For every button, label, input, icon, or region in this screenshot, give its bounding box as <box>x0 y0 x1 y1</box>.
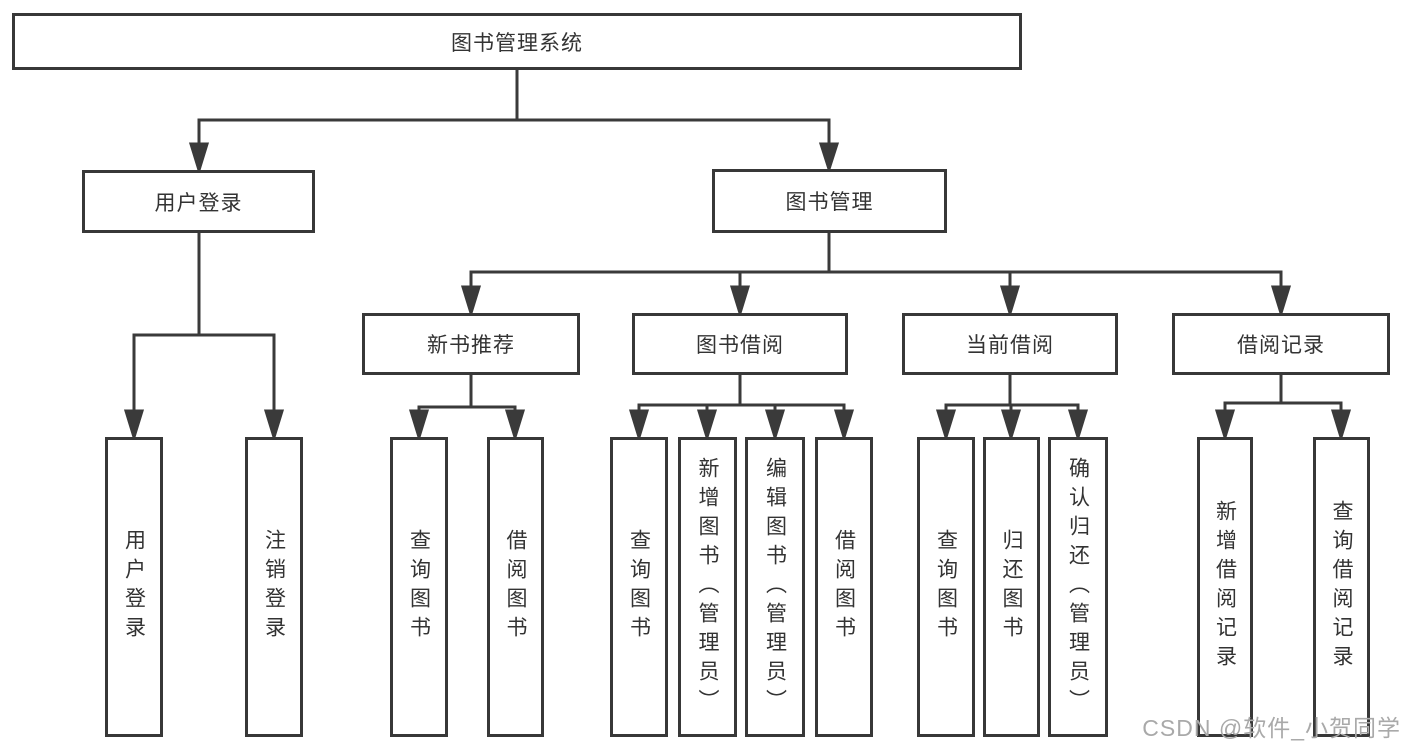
leaf-return-books: 归还图书 <box>983 437 1040 737</box>
leaf-query-books-recommend: 查询图书 <box>390 437 448 737</box>
leaf-user-login: 用户登录 <box>105 437 163 737</box>
leaf-query-books-current: 查询图书 <box>917 437 975 737</box>
node-book-borrowing: 图书借阅 <box>632 313 848 375</box>
node-book-management: 图书管理 <box>712 169 947 233</box>
leaf-add-book-admin: 新增图书（管理员） <box>678 437 737 737</box>
connector-new-book-branch <box>408 375 526 443</box>
leaf-add-borrow-record: 新增借阅记录 <box>1197 437 1253 737</box>
leaf-query-borrow-record: 查询借阅记录 <box>1313 437 1370 737</box>
connector-book-management-branch <box>460 233 1292 319</box>
node-root-system: 图书管理系统 <box>12 13 1022 70</box>
node-current-borrowing: 当前借阅 <box>902 313 1118 375</box>
leaf-confirm-return-admin: 确认归还（管理员） <box>1048 437 1108 737</box>
connector-book-borrow-branch <box>628 375 855 443</box>
leaf-borrow-books-recommend: 借阅图书 <box>487 437 544 737</box>
connector-current-borrow-branch <box>935 375 1089 443</box>
leaf-borrow-books: 借阅图书 <box>815 437 873 737</box>
leaf-query-books-borrow: 查询图书 <box>610 437 668 737</box>
leaf-logout: 注销登录 <box>245 437 303 737</box>
node-borrowing-records: 借阅记录 <box>1172 313 1390 375</box>
connector-user-login-branch <box>123 233 285 443</box>
connector-borrow-records-branch <box>1214 375 1352 443</box>
node-user-login: 用户登录 <box>82 170 315 233</box>
csdn-watermark: CSDN @软件_小贺同学 <box>1142 715 1401 741</box>
node-new-book-recommendation: 新书推荐 <box>362 313 580 375</box>
connector-root-branch <box>188 70 840 176</box>
leaf-edit-book-admin: 编辑图书（管理员） <box>745 437 805 737</box>
